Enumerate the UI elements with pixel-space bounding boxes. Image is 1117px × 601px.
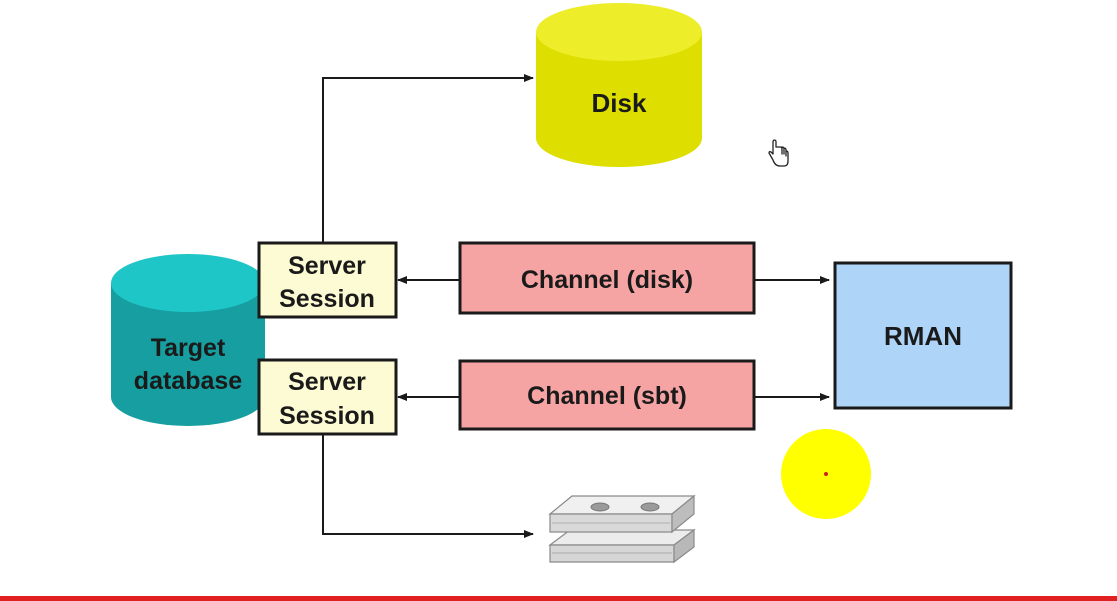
channel-sbt-box: Channel (sbt)	[458, 359, 756, 431]
server-session-top: Server Session	[257, 241, 398, 319]
disk-cylinder: Disk	[536, 3, 702, 167]
target-database-label-line2: database	[134, 367, 242, 395]
rman-label: RMAN	[884, 321, 962, 351]
target-database-body	[111, 283, 265, 426]
target-database-cylinder: Target database	[111, 254, 265, 426]
target-database-top	[111, 254, 265, 312]
target-database-label-line1: Target	[151, 334, 226, 362]
server-session-bottom: Server Session	[257, 358, 398, 436]
disk-top	[536, 3, 702, 61]
disk-label: Disk	[592, 88, 647, 118]
server-session-bottom-line2: Session	[279, 402, 375, 430]
server-session-top-line1: Server	[288, 252, 366, 280]
disk-body	[536, 32, 702, 167]
arrow-session-to-tape	[322, 433, 534, 538]
rman-box: RMAN	[833, 261, 1013, 410]
connectors	[322, 74, 830, 538]
cursor-highlight-icon	[781, 429, 871, 519]
hand-pointer-icon	[768, 139, 789, 167]
server-session-bottom-line1: Server	[288, 368, 366, 396]
channel-disk-label: Channel (disk)	[521, 266, 693, 294]
arrow-session-to-disk	[322, 74, 534, 243]
bottom-divider	[0, 596, 1117, 601]
tape-cartridge-icon	[548, 494, 696, 564]
server-session-top-line2: Session	[279, 285, 375, 313]
channel-disk-box: Channel (disk)	[458, 241, 756, 315]
channel-sbt-label: Channel (sbt)	[527, 382, 687, 410]
